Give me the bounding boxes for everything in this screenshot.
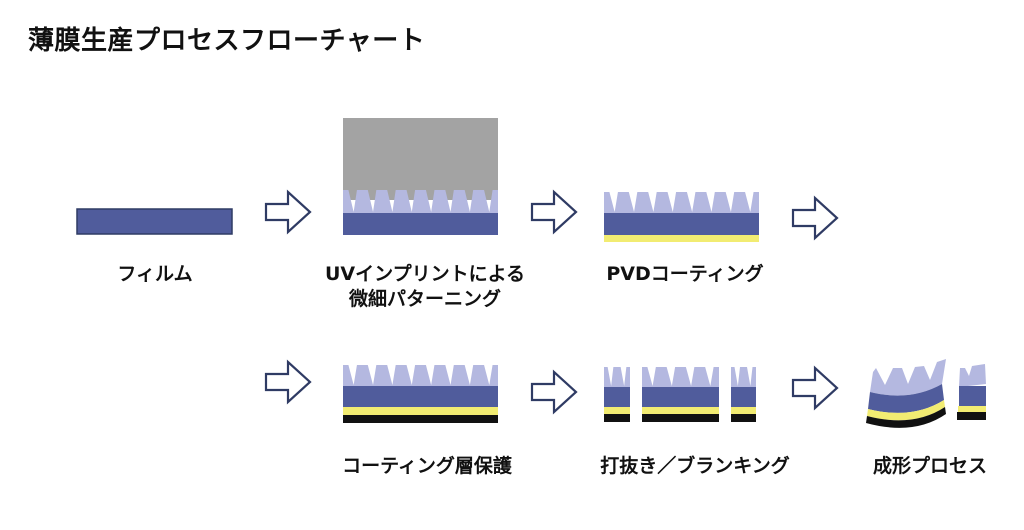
film-strip [76, 208, 233, 235]
blank-piece-coating [604, 407, 630, 414]
step-label-blanking: 打抜き／ブランキング [575, 454, 815, 479]
blank-piece-protective [642, 414, 719, 422]
right-arrow-outline-icon [791, 195, 839, 241]
formed-piece-coating [867, 400, 945, 421]
film-layer [343, 213, 498, 235]
imprint-mold [343, 118, 498, 200]
blank-piece-film [642, 387, 719, 407]
blank-piece-microstructure [731, 367, 756, 388]
pvd-coating-layer [604, 235, 759, 242]
blank-piece-microstructure [604, 367, 630, 388]
page-title: 薄膜生産プロセスフローチャート [28, 26, 426, 56]
right-arrow-outline-icon [264, 359, 312, 405]
formed-piece-film [868, 384, 944, 413]
pvd-coating-layer [343, 407, 498, 415]
step-label-line: 打抜き／ブランキング [600, 455, 790, 477]
step-label-film: フィルム [70, 262, 240, 287]
blank-piece-coating [731, 407, 756, 414]
formed-piece-microstructure [870, 359, 946, 396]
formed-piece-protective [866, 407, 946, 428]
step-label-line: フィルム [117, 263, 193, 285]
right-arrow-outline-icon [264, 189, 312, 235]
blank-piece-microstructure [642, 367, 719, 388]
right-arrow-outline-icon [530, 369, 578, 415]
step-label-line: 成形プロセス [872, 455, 987, 477]
right-arrow-outline-icon [791, 365, 839, 411]
formed-piece-coating [958, 406, 986, 412]
step-label-line: 微細パターニング [348, 288, 501, 310]
blank-piece-film [604, 387, 630, 407]
formed-piece-film [959, 386, 986, 406]
step-label-uv-imprint: UVインプリントによる 微細パターニング [310, 262, 540, 312]
right-arrow-outline-icon [530, 189, 578, 235]
blank-piece-coating [642, 407, 719, 414]
microstructure-layer [343, 365, 498, 387]
step-label-forming: 成形プロセス [850, 454, 1010, 479]
blank-piece-protective [731, 414, 756, 422]
protective-layer [343, 415, 498, 423]
blank-piece-protective [604, 414, 630, 422]
step-label-pvd-coating: PVDコーティング [585, 262, 785, 287]
step-label-protection: コーティング層保護 [312, 454, 542, 479]
step-label-line: UVインプリントによる [325, 263, 525, 285]
formed-piece-protective [957, 412, 986, 420]
microstructure-layer [604, 192, 759, 214]
formed-piece-microstructure [959, 364, 986, 387]
film-layer [343, 386, 498, 407]
microstructure-layer [343, 190, 498, 214]
blank-piece-film [731, 387, 756, 407]
step-label-line: コーティング層保護 [342, 455, 512, 477]
step-label-line: PVDコーティング [606, 263, 764, 285]
film-layer [604, 213, 759, 235]
